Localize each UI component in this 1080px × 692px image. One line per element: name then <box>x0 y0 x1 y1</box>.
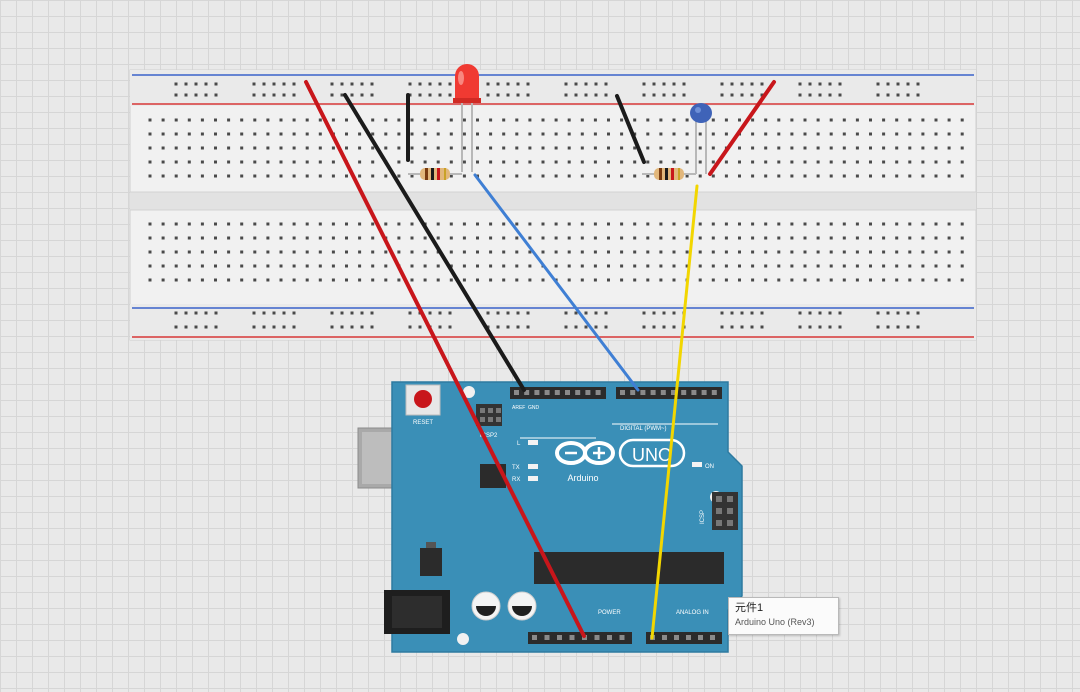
resistor-icon[interactable] <box>642 168 696 180</box>
icsp-header[interactable] <box>712 492 738 530</box>
voltage-regulator <box>420 548 442 576</box>
tx-label: TX <box>512 465 520 471</box>
mount-hole <box>457 633 469 645</box>
black-wire-gnd[interactable] <box>343 93 526 392</box>
rx-label: RX <box>512 477 520 483</box>
red-wire-5v[interactable] <box>304 80 586 638</box>
l-led-label: L <box>517 441 521 447</box>
top-power-rail <box>130 70 976 106</box>
on-led <box>692 462 702 467</box>
icsp2-label: ICSP2 <box>480 433 498 439</box>
arduino-logo-icon <box>555 438 686 468</box>
tx-led <box>528 464 538 469</box>
breadboard-holes[interactable] <box>148 82 964 329</box>
brand-uno: UNO <box>632 445 672 465</box>
tooltip-title: 元件1 <box>735 602 764 614</box>
center-channel <box>130 192 976 210</box>
brand-arduino: Arduino <box>567 473 598 483</box>
arduino-uno-board[interactable]: RESET ICSP2 AREF GND DIGITAL (PWM~) L TX… <box>357 381 743 653</box>
tooltip-subtitle: Arduino Uno (Rev3) <box>735 617 815 627</box>
on-label: ON <box>705 464 714 470</box>
resistor-icon[interactable] <box>408 168 462 180</box>
blue-wire-digital[interactable] <box>473 173 640 392</box>
icsp2-header[interactable] <box>476 404 502 426</box>
bottom-power-rail <box>130 304 976 340</box>
digital-label: DIGITAL (PWM~) <box>620 426 667 432</box>
power-label: POWER <box>598 610 621 616</box>
red-jumper-wire[interactable] <box>708 80 776 176</box>
breadboard[interactable] <box>129 69 977 341</box>
board-pcb <box>391 381 743 653</box>
analog-label: ANALOG IN <box>676 610 709 616</box>
black-jumper-wire[interactable] <box>615 94 646 164</box>
power-pin-header[interactable] <box>528 632 632 644</box>
atmega-chip <box>534 552 724 584</box>
reset-button[interactable] <box>405 384 441 416</box>
yellow-wire-analog[interactable] <box>650 184 699 640</box>
aref-label: AREF <box>512 405 525 411</box>
rx-led <box>528 476 538 481</box>
l-led <box>528 440 538 445</box>
component-tooltip: 元件1 Arduino Uno (Rev3) <box>728 597 839 635</box>
led-red-icon[interactable] <box>453 64 481 172</box>
icsp-label: ICSP <box>700 510 706 524</box>
analog-pin-header[interactable] <box>646 632 722 644</box>
mount-hole <box>463 386 475 398</box>
capacitor-icon[interactable] <box>690 103 712 174</box>
digital-pin-header[interactable] <box>510 387 722 399</box>
gnd-label: GND <box>528 405 540 411</box>
reset-label: RESET <box>413 420 433 426</box>
